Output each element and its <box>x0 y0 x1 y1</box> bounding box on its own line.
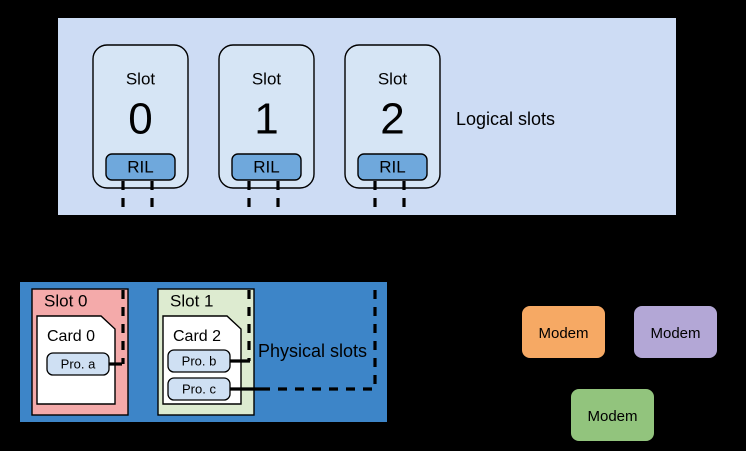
physical-slot-1-title: Slot 1 <box>170 291 213 310</box>
modem-0[interactable]: Modem <box>522 306 605 358</box>
profile-b-label: Pro. b <box>182 353 217 368</box>
logical-slot-0[interactable]: Slot 0 RIL <box>92 44 189 189</box>
logical-slots-region-label: Logical slots <box>456 109 555 129</box>
physical-slot-0-card-title: Card 0 <box>47 328 95 345</box>
logical-slot-1[interactable]: Slot 1 RIL <box>218 44 315 189</box>
logical-slot-1-ril-label: RIL <box>253 157 279 176</box>
ril-connector-stubs <box>121 181 406 215</box>
logical-slot-2-ril-box[interactable] <box>357 153 428 181</box>
modem-2-label: Modem <box>587 408 637 425</box>
logical-slot-1-box <box>218 44 315 189</box>
profile-a-label: Pro. a <box>61 356 96 371</box>
physical-slot-1-card-title: Card 2 <box>173 328 221 345</box>
logical-slot-2-number: 2 <box>380 95 404 144</box>
physical-slots-region-label: Physical slots <box>258 341 367 361</box>
logical-slot-2-word: Slot <box>378 69 408 88</box>
physical-slot-0[interactable]: Slot 0 Card 0 Pro. a <box>31 288 129 416</box>
physical-slot-2-dashed-bus <box>262 290 377 391</box>
logical-slot-1-ril-box[interactable] <box>231 153 302 181</box>
logical-slot-2-box <box>344 44 441 189</box>
modem-1-label: Modem <box>650 325 700 342</box>
modem-1-box <box>634 306 717 358</box>
logical-slot-0-number: 0 <box>128 95 152 144</box>
modem-0-box <box>522 306 605 358</box>
logical-slot-2[interactable]: Slot 2 RIL <box>344 44 441 189</box>
modem-0-label: Modem <box>538 325 588 342</box>
logical-slot-0-box <box>92 44 189 189</box>
logical-slot-2-ril-label: RIL <box>379 157 405 176</box>
modem-2-box <box>571 389 654 441</box>
logical-slot-1-word: Slot <box>252 69 282 88</box>
physical-slot-0-title: Slot 0 <box>44 291 87 310</box>
logical-slot-1-number: 1 <box>254 95 278 144</box>
physical-slot-1[interactable]: Slot 1 Card 2 Pro. b Pro. c <box>157 288 262 416</box>
logical-slot-0-word: Slot <box>126 69 156 88</box>
logical-slot-0-ril-box[interactable] <box>105 153 176 181</box>
logical-slot-0-ril-label: RIL <box>127 157 153 176</box>
profile-c-label: Pro. c <box>182 381 216 396</box>
modem-1[interactable]: Modem <box>634 306 717 358</box>
modem-2[interactable]: Modem <box>571 389 654 441</box>
